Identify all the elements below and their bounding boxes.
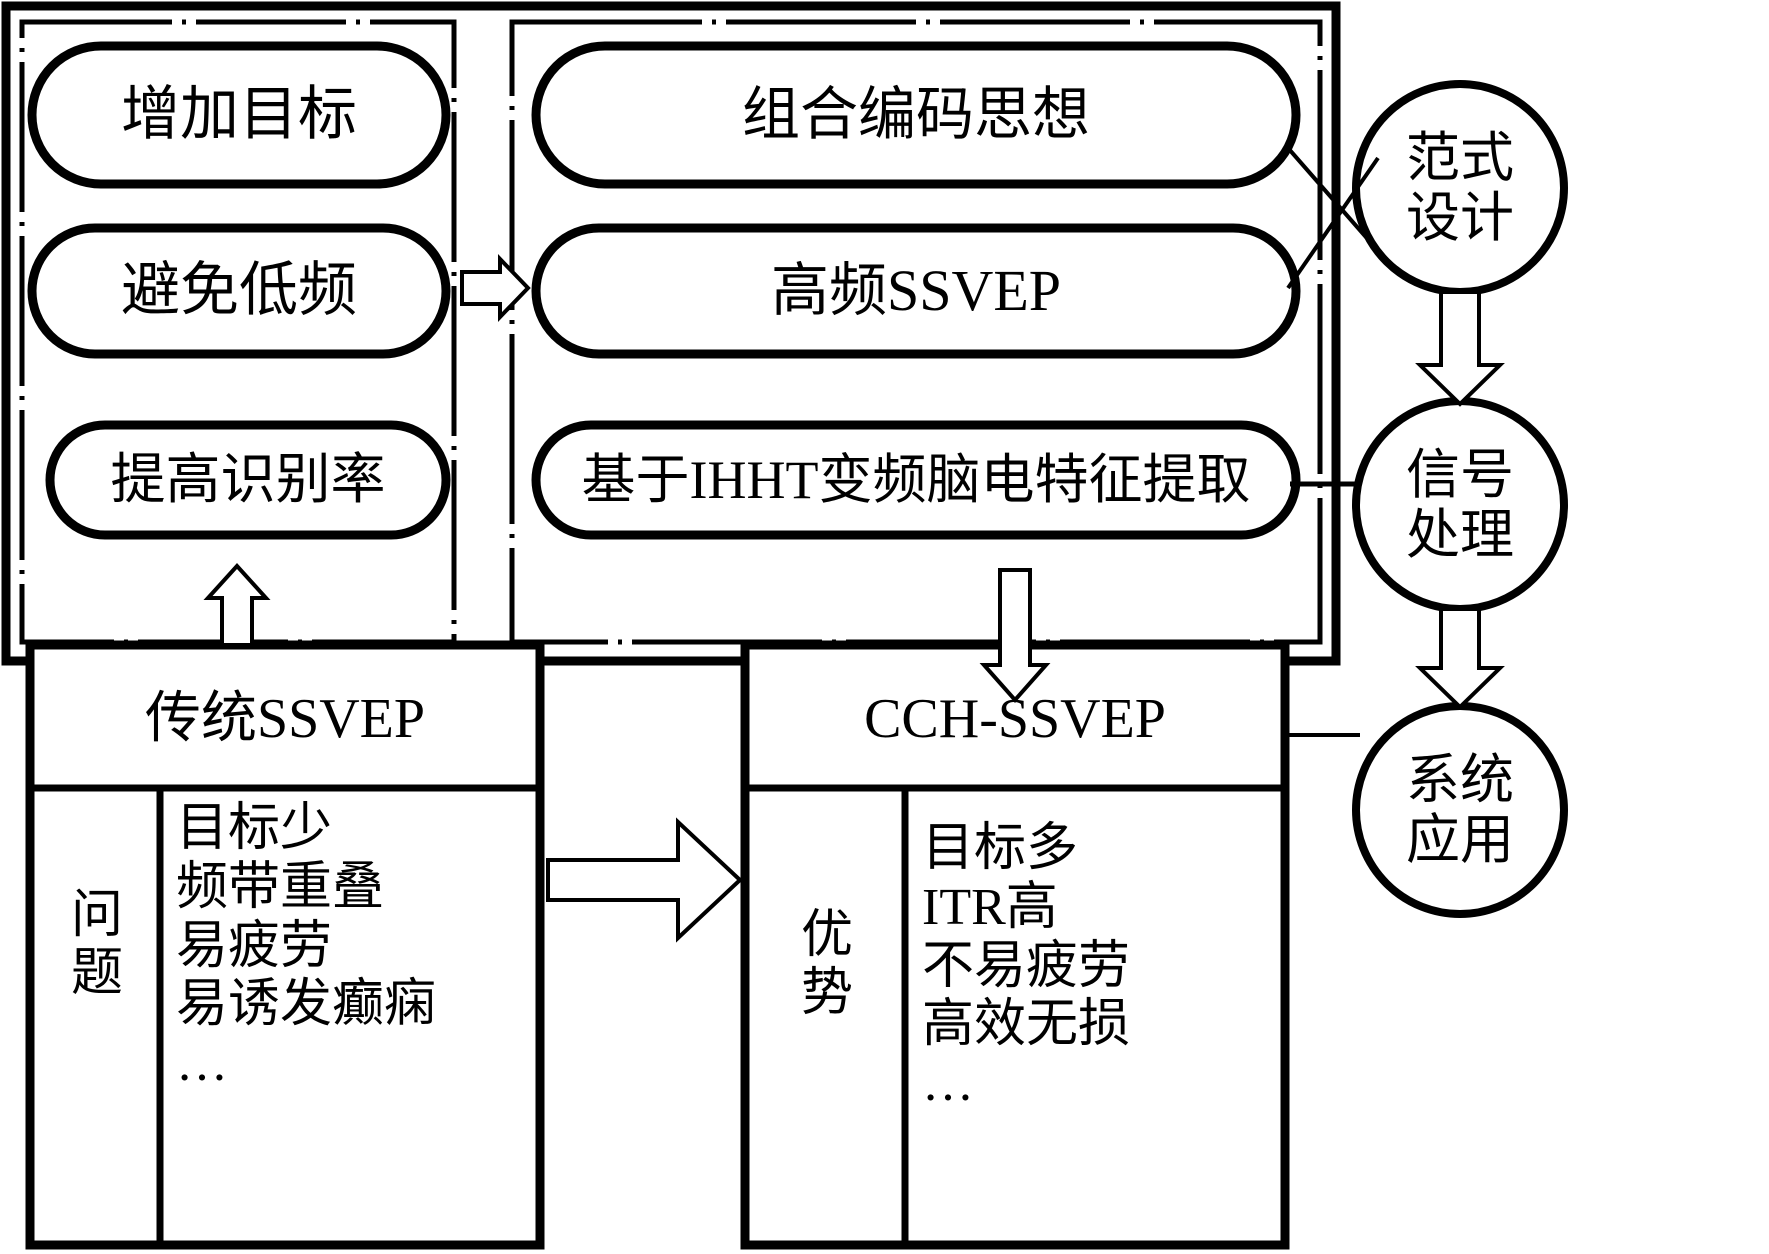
traditional-item: 易疲劳 [176,917,333,975]
traditional-table[interactable] [25,640,545,1250]
method-box-1[interactable] [531,41,1301,189]
goal-box-1[interactable] [27,41,451,189]
proposed-category: 优 势 [800,906,853,1022]
goal-box-3[interactable] [45,420,451,540]
proposed-item: … [922,1055,974,1112]
arrow-panel-to-proposed [979,568,1051,704]
method-label-3: 基于IHHT变频脑电特征提取 [581,449,1251,510]
stage-label-paradigm: 范式 设计 [1406,127,1514,248]
outer-frame [1,1,1341,666]
traditional-item: … [176,1035,228,1092]
arrow-paradigm-to-signal [1415,290,1505,407]
method-label-2: 高频SSVEP [770,257,1062,323]
link-method2-to-paradigm [1286,156,1380,290]
proposed-item: 目标多 [922,820,1079,877]
proposed-item: ITR高 [922,878,1058,936]
arrow-traditional-to-proposed [546,817,743,943]
proposed-item: 高效无损 [922,996,1131,1054]
arrow-traditional-to-panel [203,563,271,647]
goal-label-2: 避免低频 [120,257,357,324]
proposed-title: CCH-SSVEP [864,687,1166,750]
arrow-goals-to-methods [460,254,531,322]
goal-box-2[interactable] [27,223,451,359]
method-label-1: 组合编码思想 [741,81,1090,147]
traditional-item: 易诱发癫痫 [176,976,437,1034]
method-box-3[interactable] [531,420,1301,540]
goal-label-1: 增加目标 [120,81,357,148]
traditional-item: 目标少 [176,800,333,857]
traditional-category: 问 题 [70,886,123,1002]
stage-label-signal: 信号 处理 [1406,444,1514,565]
traditional-item: 频带重叠 [176,858,385,916]
method-box-2[interactable] [531,223,1301,359]
stage-label-system: 系统 应用 [1406,749,1514,870]
arrow-signal-to-system [1415,607,1505,710]
link-method1-to-paradigm [1286,146,1374,246]
traditional-title: 传统SSVEP [144,687,426,750]
proposed-item: 不易疲劳 [922,937,1131,995]
traditional-items: 目标少频带重叠易疲劳易诱发癫痫… [176,800,536,1094]
goal-label-3: 提高识别率 [110,449,386,511]
proposed-table[interactable] [740,640,1290,1250]
